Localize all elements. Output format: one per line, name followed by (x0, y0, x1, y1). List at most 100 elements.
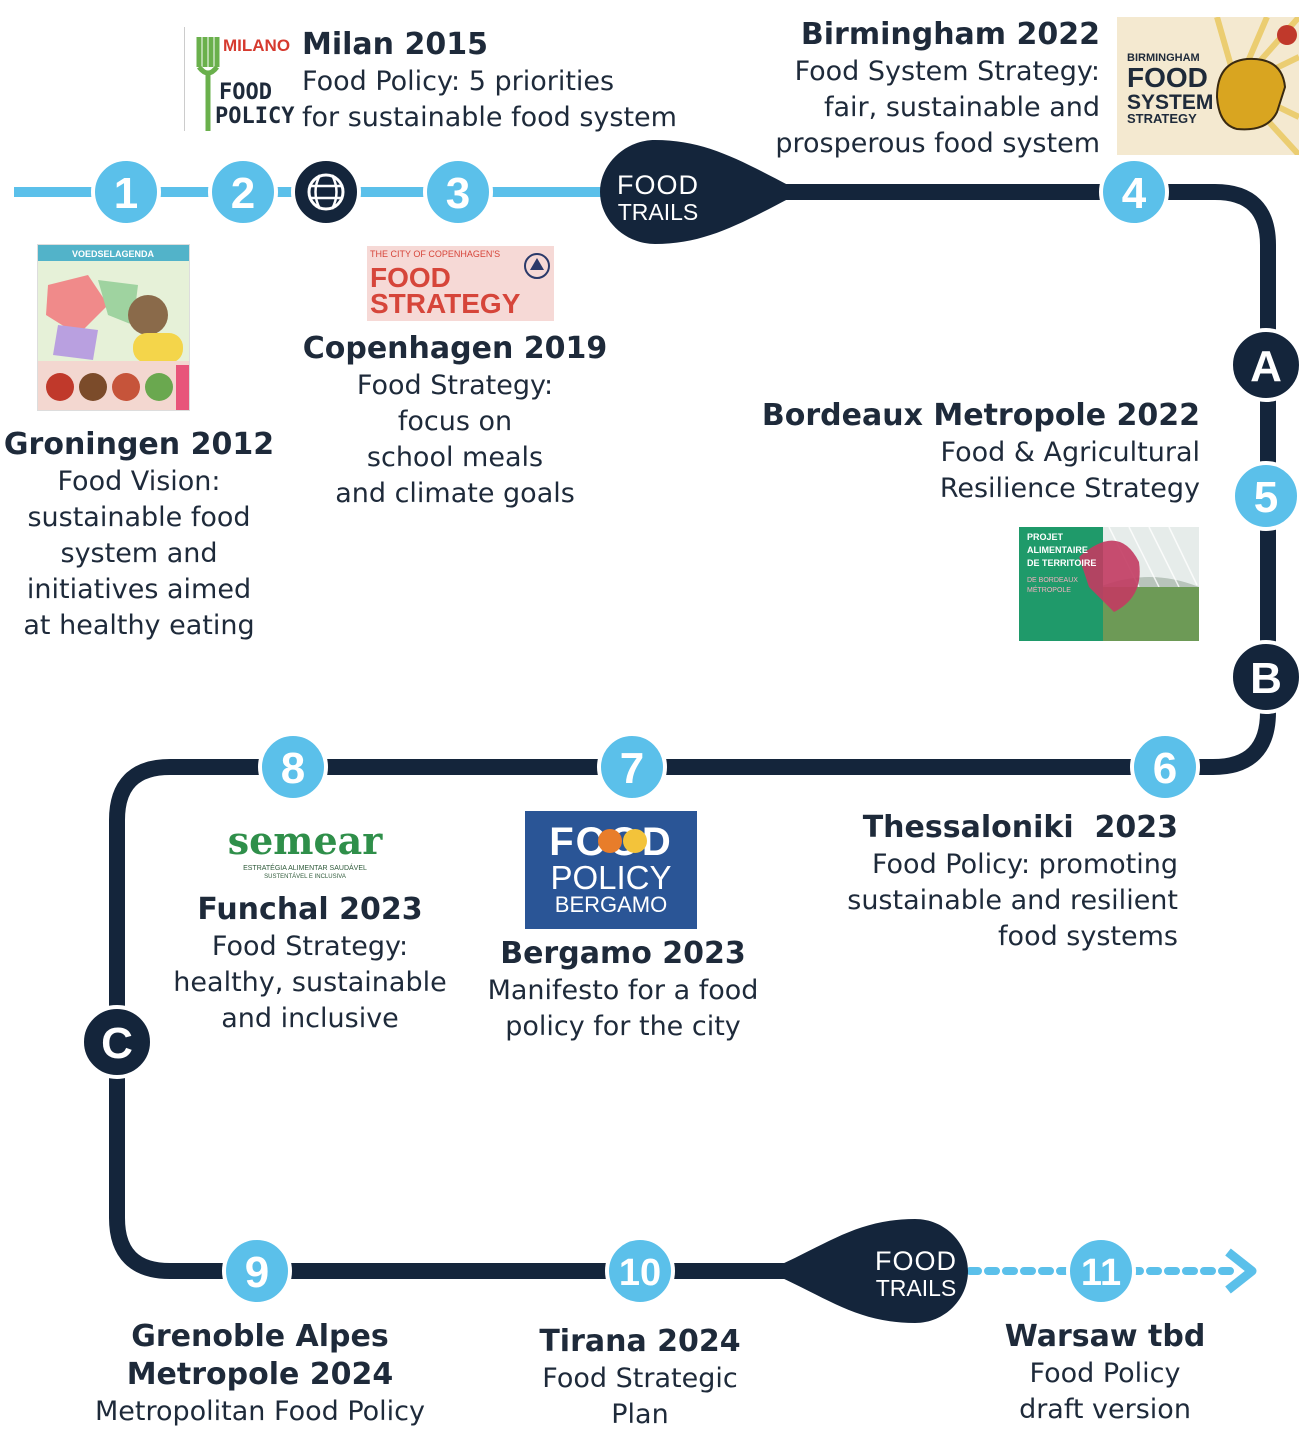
groningen-line: at healthy eating (23, 610, 255, 641)
svg-text:11: 11 (1081, 1252, 1121, 1294)
copenhagen-line: school meals (366, 442, 544, 473)
birmingham-line: prosperous food system (775, 128, 1100, 159)
brand-line1: FOOD (617, 170, 699, 200)
copenhagen-cover: THE CITY OF COPENHAGEN'S FOOD STRATEGY (367, 246, 554, 321)
bergamo-label: Bergamo 2023 Manifesto for a food policy… (463, 935, 783, 1045)
bordeaux-cover-l1: PROJET (1027, 532, 1064, 542)
bordeaux-cover: PROJET ALIMENTAIRE DE TERRITOIRE DE BORD… (1019, 527, 1199, 641)
stop-10: 10 (605, 1236, 675, 1306)
brand-line2: TRAILS (618, 199, 699, 225)
svg-text:9: 9 (245, 1248, 269, 1297)
stop-6: 6 (1130, 732, 1200, 802)
stop-2: 2 (208, 157, 278, 227)
svg-text:10: 10 (619, 1252, 661, 1294)
funchal-title: Funchal 2023 (197, 892, 423, 927)
copenhagen-cover-l3: STRATEGY (370, 288, 521, 319)
bergamo-line: Manifesto for a food (487, 975, 759, 1006)
groningen-line: system and (60, 538, 218, 569)
copenhagen-cover-l2: FOOD (370, 262, 451, 293)
food-trails-pin-bottom: FOOD TRAILS (780, 1219, 968, 1323)
milan-line: Food Policy: 5 priorities (302, 66, 615, 97)
grenoble-title: Metropole 2024 (126, 1357, 394, 1392)
milan-logo-l3: POLICY (215, 104, 295, 129)
route-path-dark (109, 184, 1276, 1279)
svg-text:5: 5 (1254, 473, 1278, 522)
birmingham-cover-l3: SYSTEM (1127, 91, 1213, 114)
warsaw-title: Warsaw tbd (1004, 1319, 1206, 1354)
birmingham-cover-l1: BIRMINGHAM (1127, 52, 1200, 64)
copenhagen-label: Copenhagen 2019 Food Strategy: focus on … (290, 330, 620, 512)
bordeaux-title: Bordeaux Metropole 2022 (761, 398, 1200, 433)
stop-4: 4 (1099, 157, 1169, 227)
stop-8: 8 (258, 732, 328, 802)
svg-text:7: 7 (620, 744, 644, 793)
tirana-title: Tirana 2024 (539, 1324, 741, 1359)
semear-logo-l2: ESTRATÉGIA ALIMENTAR SAUDÁVEL (243, 863, 367, 872)
stop-11: 11 (1066, 1236, 1136, 1306)
checkpoint-a: A (1229, 328, 1299, 402)
stop-7: 7 (597, 732, 667, 802)
bordeaux-cover-l2: ALIMENTAIRE (1027, 545, 1088, 555)
svg-text:6: 6 (1153, 744, 1177, 793)
tirana-label: Tirana 2024 Food Strategic Plan (490, 1323, 790, 1433)
bergamo-line: policy for the city (505, 1011, 741, 1042)
brand-line2: TRAILS (876, 1275, 957, 1301)
groningen-cover: VOEDSELAGENDA (37, 244, 190, 411)
funchal-line: Food Strategy: (211, 931, 409, 962)
copenhagen-title: Copenhagen 2019 (302, 331, 608, 366)
funchal-line: and inclusive (221, 1003, 399, 1034)
birmingham-label: Birmingham 2022 Food System Strategy: fa… (730, 16, 1100, 162)
bordeaux-line: Resilience Strategy (939, 473, 1200, 504)
tirana-line: Plan (611, 1399, 669, 1430)
brand-line1: FOOD (875, 1246, 957, 1276)
semear-logo-l1: semear (228, 820, 384, 863)
checkpoint-b: B (1229, 640, 1299, 714)
bergamo-logo: FOOD POLICY BERGAMO (525, 811, 697, 929)
birmingham-line: fair, sustainable and (824, 92, 1100, 123)
groningen-line: initiatives aimed (26, 574, 252, 605)
milan-logo-l2: FOOD (219, 80, 272, 105)
stop-9: 9 (222, 1236, 292, 1306)
semear-logo: semear ESTRATÉGIA ALIMENTAR SAUDÁVEL SUS… (212, 820, 398, 882)
bordeaux-cover-l4: DE BORDEAUX (1027, 577, 1078, 584)
milan-logo: MILANO FOOD POLICY (184, 27, 297, 131)
funchal-label: Funchal 2023 Food Strategy: healthy, sus… (150, 891, 470, 1037)
svg-text:3: 3 (446, 169, 470, 218)
bordeaux-label: Bordeaux Metropole 2022 Food & Agricultu… (760, 397, 1200, 507)
bergamo-logo-l3: BERGAMO (555, 892, 667, 917)
stop-3: 3 (423, 157, 493, 227)
svg-text:2: 2 (231, 169, 255, 218)
milan-label: Milan 2015 Food Policy: 5 priorities for… (302, 26, 722, 136)
tirana-line: Food Strategic (542, 1363, 738, 1394)
birmingham-cover-l4: STRATEGY (1127, 111, 1197, 126)
thessaloniki-line: food systems (998, 921, 1178, 952)
food-trails-pin-top: FOOD TRAILS (600, 140, 790, 244)
copenhagen-line: focus on (397, 406, 513, 437)
arrow-right-icon (1225, 1248, 1257, 1294)
grenoble-title: Grenoble Alpes (131, 1319, 389, 1354)
thessaloniki-title: Thessaloniki 2023 (862, 810, 1178, 845)
groningen-label: Groningen 2012 Food Vision: sustainable … (0, 426, 278, 644)
copenhagen-line: Food Strategy: (356, 370, 554, 401)
birmingham-line: Food System Strategy: (794, 56, 1100, 87)
birmingham-title: Birmingham 2022 (800, 17, 1100, 52)
stop-1: 1 (91, 157, 161, 227)
globe-icon (291, 157, 361, 227)
svg-text:B: B (1250, 654, 1282, 703)
birmingham-cover-l2: FOOD (1127, 62, 1208, 93)
groningen-cover-l1: VOEDSELAGENDA (72, 249, 155, 259)
svg-text:1: 1 (114, 169, 138, 218)
semear-logo-l3: SUSTENTÁVEL E INCLUSIVA (264, 873, 346, 880)
milan-logo-l1: MILANO (223, 36, 290, 55)
grenoble-label: Grenoble Alpes Metropole 2024 Metropolit… (50, 1318, 470, 1430)
bordeaux-line: Food & Agricultural (940, 437, 1200, 468)
birmingham-cover: BIRMINGHAM FOOD SYSTEM STRATEGY (1117, 17, 1299, 155)
groningen-line: sustainable food (27, 502, 251, 533)
warsaw-line: Food Policy (1029, 1358, 1181, 1389)
bergamo-logo-l2: POLICY (550, 859, 671, 896)
svg-text:A: A (1250, 342, 1282, 391)
milan-title: Milan 2015 (302, 27, 488, 62)
svg-text:C: C (101, 1019, 133, 1068)
bordeaux-cover-l5: MÉTROPOLE (1027, 585, 1071, 594)
